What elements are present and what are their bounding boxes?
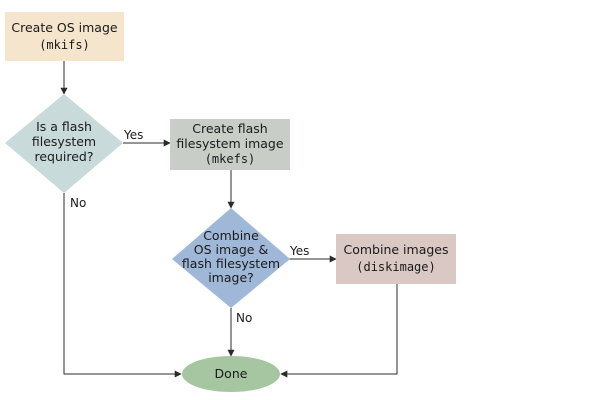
combine-diamond — [172, 208, 290, 308]
create-flash-command: (mkefs) — [205, 152, 256, 166]
node-combine-decision: Combine OS image & flash filesystem imag… — [172, 208, 290, 308]
edge-flash-no — [63, 193, 182, 378]
create-flash-box — [170, 119, 290, 170]
flash-required-line3: required? — [34, 149, 93, 164]
done-ellipse — [182, 356, 280, 392]
combine-images-command: (diskimage) — [356, 260, 435, 274]
create-os-command: (mkifs) — [39, 38, 90, 52]
node-combine-images: Combine images (diskimage) — [336, 234, 456, 284]
flash-no-label: No — [70, 196, 86, 210]
create-flash-line1: Create flash — [192, 121, 267, 136]
combine-question-line2: OS image & — [194, 242, 269, 257]
flash-required-line2: filesystem — [32, 134, 96, 149]
combine-images-label: Combine images — [344, 242, 449, 257]
create-flash-line2: filesystem image — [176, 136, 283, 151]
flash-required-line1: Is a flash — [36, 119, 92, 134]
combine-question-line1: Combine — [203, 228, 259, 243]
node-create-os-image: Create OS image (mkifs) — [5, 12, 124, 61]
flash-required-diamond — [5, 94, 123, 193]
combine-question-line3: flash filesystem — [182, 256, 280, 271]
combine-images-box — [336, 234, 456, 284]
edge-combine-images-to-done — [280, 284, 398, 378]
done-label: Done — [215, 366, 248, 381]
node-create-flash-image: Create flash filesystem image (mkefs) — [170, 119, 290, 170]
combine-yes-label: Yes — [289, 244, 309, 258]
flash-yes-label: Yes — [123, 128, 143, 142]
combine-question-line4: image? — [208, 270, 254, 285]
create-os-label: Create OS image — [11, 20, 117, 35]
node-flash-required-decision: Is a flash filesystem required? — [5, 94, 123, 193]
combine-no-label: No — [236, 311, 252, 325]
create-os-box — [5, 12, 124, 61]
node-done: Done — [182, 356, 280, 392]
edges — [60, 61, 398, 378]
